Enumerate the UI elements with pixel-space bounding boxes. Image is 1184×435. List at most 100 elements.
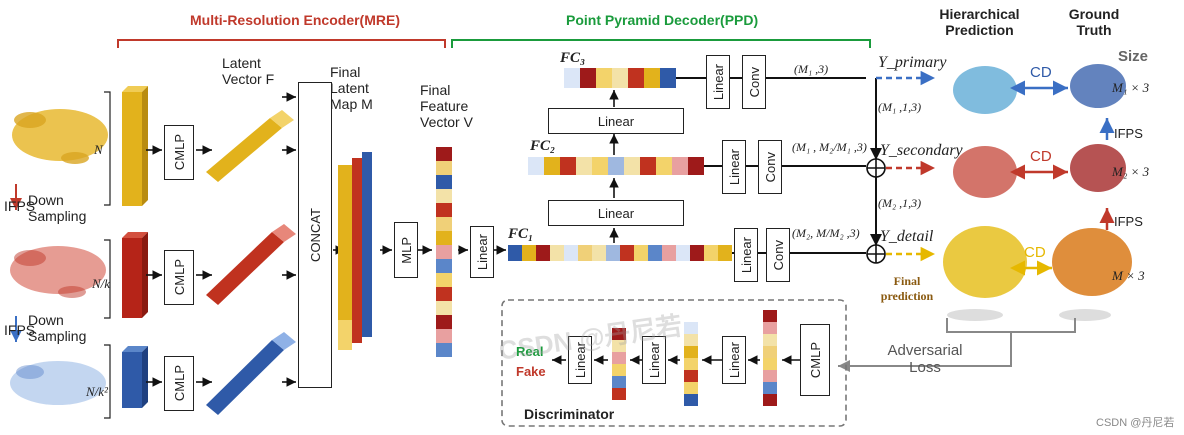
real-label: Real [516, 344, 544, 359]
mlp-label: MLP [398, 236, 414, 264]
linear-box-disc-2: Linear [642, 336, 666, 384]
gt-cloud-orange [1052, 228, 1132, 321]
down-sampling-label-2: Down Sampling [28, 312, 87, 344]
linear-box-disc-3: Linear [568, 336, 592, 384]
input-column-nk [122, 232, 148, 318]
linear-label-primary: Linear [710, 63, 726, 101]
gt-cloud-red [1070, 144, 1126, 192]
final-feature-vector [436, 147, 452, 357]
gt-m-label: M × 3 [1112, 268, 1145, 283]
m2-mm2-3-label: (M₂, M/M₂ ,3) [792, 226, 860, 240]
ifps-label-2: IFPS [4, 322, 36, 338]
gt-m2-label: M₂ × 3 [1112, 164, 1150, 179]
encoder-title: Multi-Resolution Encoder(MRE) [190, 12, 400, 28]
decoder-title: Point Pyramid Decoder(PPD) [566, 12, 759, 28]
fc2-vector [528, 157, 704, 175]
gt-ifps-label-2: IFPS [1114, 214, 1143, 229]
y-detail-label: Y_detail [880, 228, 934, 245]
linear-label-fc1-fc2: Linear [597, 205, 635, 221]
fc3-vector [564, 68, 676, 88]
discriminator-label: Discriminator [524, 406, 615, 422]
cmlp-box-disc: CMLP [800, 324, 830, 396]
y-primary-label: Y_primary [878, 54, 947, 71]
prediction-cloud-blue [953, 66, 1017, 114]
conv-box-primary: Conv [742, 55, 766, 109]
linear-box-detail: Linear [734, 228, 758, 282]
concat-label: CONCAT [307, 208, 323, 262]
m1-1-3-label: (M₁ ,1,3) [878, 100, 922, 114]
m1-3-label: (M₁ ,3) [794, 62, 829, 76]
disc-vector-3 [612, 328, 626, 400]
gt-m1-label: M₁ × 3 [1112, 80, 1150, 95]
discriminator-box [501, 299, 847, 427]
ifps-label-1: IFPS [4, 198, 36, 214]
latent-vector-red [206, 224, 296, 305]
decoder-lines [676, 77, 882, 254]
input-cloud-red [10, 246, 106, 298]
conv-box-secondary: Conv [758, 140, 782, 194]
cmlp-box-1: CMLP [164, 125, 194, 180]
input-column-nk2 [122, 346, 148, 408]
cmlp-box-3: CMLP [164, 356, 194, 411]
input-cloud-blue [10, 361, 106, 405]
mlp-box: MLP [394, 222, 418, 278]
final-feature-vector-label: Final Feature Vector V [420, 82, 473, 130]
latent-vector-blue [206, 332, 296, 415]
linear-box-primary: Linear [706, 55, 730, 109]
final-latent-map [338, 152, 372, 350]
latent-vector-yellow [206, 110, 294, 182]
fake-label: Fake [516, 364, 546, 379]
disc-vector-1 [763, 310, 777, 406]
linear-label-secondary: Linear [726, 148, 742, 186]
conv-label-detail: Conv [770, 239, 786, 271]
latent-vector-label: Latent Vector F [222, 55, 275, 87]
n-over-k-label: N/k [92, 276, 111, 291]
linear-box-secondary: Linear [722, 140, 746, 194]
adversarial-loss-label: Adversarial Loss [887, 342, 963, 376]
sum-nodes [866, 158, 886, 264]
y-secondary-label: Y_secondary [880, 142, 963, 159]
down-sampling-label-1: Down Sampling [28, 192, 87, 224]
m2-1-3-label: (M₂ ,1,3) [878, 196, 922, 210]
cd-label-primary: CD [1030, 64, 1052, 81]
conv-label-secondary: Conv [762, 151, 778, 183]
fc2-label: FC₂ [530, 138, 556, 154]
final-prediction-label: Final prediction [880, 274, 934, 303]
ground-truth-label: Ground Truth [1068, 6, 1120, 38]
conv-box-detail: Conv [766, 228, 790, 282]
cmlp-box-2: CMLP [164, 250, 194, 305]
linear-box-fc2-fc3: Linear [548, 108, 684, 134]
cmlp-label-2: CMLP [171, 259, 187, 296]
linear-box-fc1-fc2: Linear [548, 200, 684, 226]
input-column-n [122, 86, 148, 206]
hierarchical-prediction-label: Hierarchical Prediction [939, 6, 1020, 38]
linear-box-main: Linear [470, 226, 494, 278]
fc1-label: FC₁ [508, 226, 534, 242]
n-over-k2-label: N/k² [86, 384, 108, 399]
cmlp-label-1: CMLP [171, 134, 187, 171]
linear-label-detail: Linear [738, 236, 754, 274]
linear-label-fc2-fc3: Linear [597, 113, 635, 129]
conv-label-primary: Conv [746, 66, 762, 98]
linear-label-disc-1: Linear [726, 341, 742, 379]
cmlp-label-disc: CMLP [807, 341, 823, 379]
fc3-label: FC₃ [560, 50, 586, 66]
cmlp-label-3: CMLP [171, 365, 187, 402]
gt-ifps-label-1: IFPS [1114, 126, 1143, 141]
footer-watermark: CSDN @丹尼若 [1096, 417, 1175, 429]
n-label: N [94, 142, 103, 157]
input-cloud-yellow [12, 109, 108, 164]
fc1-vector [508, 245, 732, 261]
prediction-cloud-yellow [943, 226, 1027, 321]
final-latent-map-label: Final Latent Map M [330, 64, 373, 112]
disc-vector-2 [684, 322, 698, 406]
m1-m2m1-3-label: (M₁ , M₂/M₁ ,3) [792, 140, 867, 154]
prediction-cloud-red [953, 146, 1017, 198]
linear-box-disc-1: Linear [722, 336, 746, 384]
adversarial-arrow [838, 332, 1012, 372]
cd-label-detail: CD [1024, 244, 1046, 261]
n-brackets [104, 91, 111, 419]
gt-cloud-blue [1070, 64, 1126, 108]
